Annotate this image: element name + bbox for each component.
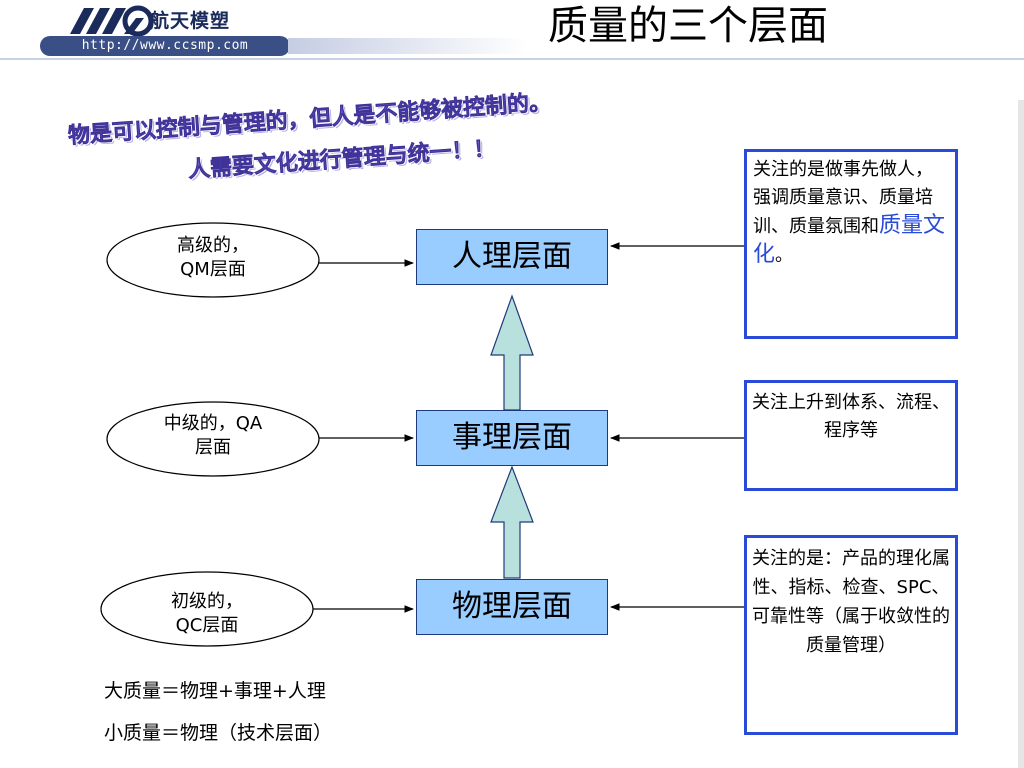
box-wuli: 物理层面 [416, 579, 608, 635]
note-wuli: 关注的是：产品的理化属性、指标、检查、SPC、可靠性等（属于收敛性的质量管理） [744, 535, 958, 735]
box-renli: 人理层面 [416, 229, 608, 285]
note-renli-highlight: 质量文化 [753, 213, 946, 267]
note-wuli-text: 关注的是：产品的理化属性、指标、检查、SPC、可靠性等（属于收敛性的质量管理） [752, 548, 950, 656]
note-shili: 关注上升到体系、流程、程序等 [744, 380, 958, 491]
ellipse-qa-line1: 中级的，QA [163, 413, 263, 434]
header-bar: 航天模塑 http://www.ccsmp.com 质量的三个层面 [0, 0, 1024, 60]
ellipse-label-qc: 初级的， QC层面 [117, 590, 297, 638]
footer-big-quality: 大质量＝物理+事理+人理 [104, 680, 326, 702]
ellipse-qm-line1: 高级的， [177, 235, 249, 256]
ellipse-label-qm: 高级的， QM层面 [123, 234, 303, 282]
up-arrow-lower [490, 465, 534, 579]
note-renli: 关注的是做事先做人，强调质量意识、质量培训、质量氛围和质量文化。 [744, 149, 958, 339]
website-url[interactable]: http://www.ccsmp.com [40, 36, 528, 56]
up-arrow-upper [490, 294, 534, 411]
footer-small-quality: 小质量＝物理（技术层面） [104, 722, 333, 744]
ellipse-label-qa: 中级的，QA 层面 [123, 412, 303, 460]
note-renli-end: 。 [775, 245, 794, 266]
side-scroll-strip [1018, 100, 1024, 768]
ellipse-qm-line2: QM层面 [180, 259, 246, 280]
brand-logo-icon [70, 5, 154, 36]
ellipse-qm [106, 222, 320, 298]
page-title: 质量的三个层面 [548, 3, 828, 49]
ellipse-qc-line2: QC层面 [175, 615, 239, 636]
brand-name: 航天模塑 [150, 10, 231, 32]
ellipse-qa [106, 401, 320, 477]
ellipse-qa-line2: 层面 [195, 437, 231, 458]
ellipse-qc-line1: 初级的， [171, 591, 243, 612]
box-shili: 事理层面 [416, 410, 608, 466]
note-shili-text: 关注上升到体系、流程、程序等 [752, 392, 950, 441]
note-renli-text: 关注的是做事先做人，强调质量意识、质量培训、质量氛围和 [753, 159, 933, 237]
